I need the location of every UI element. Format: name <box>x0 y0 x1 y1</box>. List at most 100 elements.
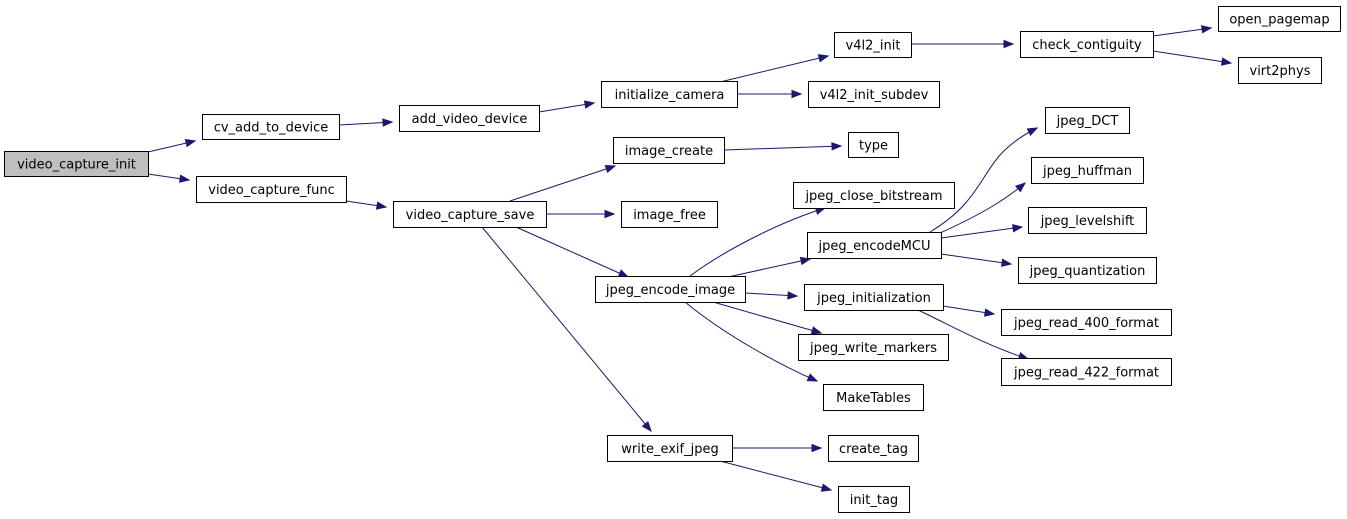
node-box[interactable] <box>1001 358 1172 386</box>
node-box[interactable] <box>196 176 347 203</box>
node-box[interactable] <box>393 201 547 228</box>
node-box[interactable] <box>613 137 725 164</box>
edge-line <box>509 165 616 202</box>
node-box[interactable] <box>828 435 919 462</box>
edge-check_contiguity-to-virt2phys <box>1152 50 1233 66</box>
arrowhead-icon <box>817 54 830 63</box>
edge-line <box>481 226 652 432</box>
node-v4l2_init[interactable]: v4l2_init <box>834 32 912 58</box>
node-jpeg_read_422_format[interactable]: jpeg_read_422_format <box>1001 358 1172 386</box>
edge-line <box>1152 50 1232 64</box>
edge-write_exif_jpeg-to-init_tag <box>719 460 833 492</box>
node-box[interactable] <box>621 201 718 228</box>
node-jpeg_write_markers[interactable]: jpeg_write_markers <box>798 334 949 361</box>
node-box[interactable] <box>601 81 738 108</box>
node-jpeg_read_400_format[interactable]: jpeg_read_400_format <box>1001 309 1172 336</box>
node-box[interactable] <box>399 105 540 132</box>
node-box[interactable] <box>1238 57 1322 84</box>
nodes-layer: video_capture_init cv_add_to_device add_vi… <box>4 6 1341 513</box>
edge-line <box>719 460 832 491</box>
edge-v4l2_init-to-check_contiguity <box>911 39 1015 49</box>
arrowhead-icon <box>791 89 803 99</box>
edge-cv_add_to_device-to-add_video_device <box>338 118 394 127</box>
node-check_contiguity[interactable]: check_contiguity <box>1020 31 1154 58</box>
node-jpeg_quantization[interactable]: jpeg_quantization <box>1018 257 1157 284</box>
node-box[interactable] <box>848 132 899 158</box>
node-box[interactable] <box>1218 6 1341 32</box>
node-label: virt2phys <box>1250 64 1311 79</box>
edge-line <box>727 258 811 278</box>
edge-video_capture_func-to-video_capture_save <box>345 200 388 210</box>
node-jpeg_encode_image[interactable]: jpeg_encode_image <box>595 276 746 303</box>
node-cv_add_to_device[interactable]: cv_add_to_device <box>202 114 340 140</box>
node-box[interactable] <box>798 334 949 361</box>
arrowhead-icon <box>1201 25 1213 34</box>
node-box[interactable] <box>804 284 944 311</box>
node-box[interactable] <box>202 114 340 140</box>
node-type[interactable]: type <box>848 132 899 158</box>
node-init_tag[interactable]: init_tag <box>838 486 910 513</box>
node-video_capture_save[interactable]: video_capture_save <box>393 201 547 228</box>
node-jpeg_DCT[interactable]: jpeg_DCT <box>1045 107 1130 134</box>
node-box[interactable] <box>1020 31 1154 58</box>
node-box[interactable] <box>838 486 910 513</box>
edge-line <box>723 145 842 151</box>
edge-jpeg_encodeMCU-to-jpeg_DCT <box>929 127 1039 233</box>
node-label: MakeTables <box>836 391 911 406</box>
node-open_pagemap[interactable]: open_pagemap <box>1218 6 1341 32</box>
node-box[interactable] <box>1045 107 1130 134</box>
arrowhead-icon <box>641 420 652 433</box>
node-initialize_camera[interactable]: initialize_camera <box>601 81 738 108</box>
node-virt2phys[interactable]: virt2phys <box>1238 57 1322 84</box>
edge-jpeg_initialization-to-jpeg_read_400_format <box>942 305 996 317</box>
edge-video_capture_save-to-jpeg_encode_image <box>515 226 630 278</box>
node-label: jpeg_quantization <box>1029 264 1146 279</box>
arrowhead-icon <box>806 373 819 382</box>
edge-add_video_device-to-initialize_camera <box>538 100 596 113</box>
arrowhead-icon <box>820 483 833 492</box>
node-box[interactable] <box>793 182 955 209</box>
node-box[interactable] <box>1031 157 1144 184</box>
arrowhead-icon <box>1012 224 1024 233</box>
node-box[interactable] <box>807 232 942 259</box>
node-video_capture_func[interactable]: video_capture_func <box>196 176 347 203</box>
node-MakeTables[interactable]: MakeTables <box>823 384 924 411</box>
arrowhead-icon <box>184 139 197 148</box>
arrowhead-icon <box>382 118 394 127</box>
node-label: cv_add_to_device <box>214 121 329 136</box>
edge-video_capture_init-to-video_capture_func <box>147 173 191 183</box>
edge-jpeg_encodeMCU-to-jpeg_quantization <box>940 253 1013 267</box>
edge-line <box>689 207 826 277</box>
node-box[interactable] <box>1018 257 1157 284</box>
node-jpeg_encodeMCU[interactable]: jpeg_encodeMCU <box>807 232 942 259</box>
node-add_video_device[interactable]: add_video_device <box>399 105 540 132</box>
edge-video_capture_save-to-image_free <box>546 209 616 219</box>
node-box[interactable] <box>808 81 940 108</box>
node-box[interactable] <box>607 435 733 462</box>
node-box[interactable] <box>595 276 746 303</box>
node-jpeg_huffman[interactable]: jpeg_huffman <box>1031 157 1144 184</box>
node-label: video_capture_init <box>17 158 136 173</box>
edge-line <box>684 301 818 382</box>
node-create_tag[interactable]: create_tag <box>828 435 919 462</box>
node-box[interactable] <box>834 32 912 58</box>
node-v4l2_init_subdev[interactable]: v4l2_init_subdev <box>808 81 940 108</box>
node-box[interactable] <box>4 151 149 177</box>
edge-jpeg_encodeMCU-to-jpeg_huffman <box>939 182 1027 234</box>
node-label: image_create <box>625 144 713 159</box>
node-write_exif_jpeg[interactable]: write_exif_jpeg <box>607 435 733 462</box>
node-box[interactable] <box>1001 309 1172 336</box>
edge-line <box>719 55 829 83</box>
node-image_free[interactable]: image_free <box>621 201 718 228</box>
arrowhead-icon <box>604 209 616 219</box>
node-jpeg_initialization[interactable]: jpeg_initialization <box>804 284 944 311</box>
node-image_create[interactable]: image_create <box>613 137 725 164</box>
node-box[interactable] <box>1028 207 1147 234</box>
node-video_capture_init[interactable]: video_capture_init <box>4 151 149 177</box>
arrowhead-icon <box>799 256 812 266</box>
arrowhead-icon <box>1220 57 1233 66</box>
node-jpeg_close_bitstream[interactable]: jpeg_close_bitstream <box>793 182 955 209</box>
node-box[interactable] <box>823 384 924 411</box>
node-jpeg_levelshift[interactable]: jpeg_levelshift <box>1028 207 1147 234</box>
